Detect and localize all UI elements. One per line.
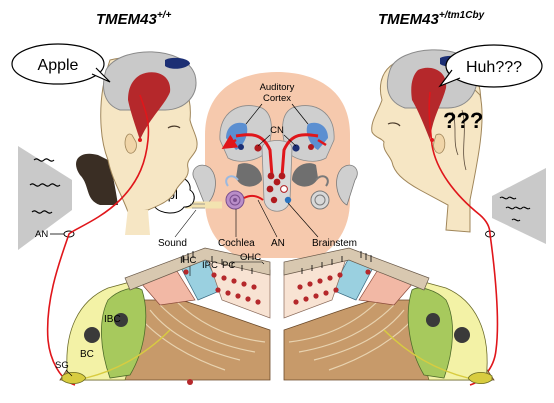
speech-bubble-left: Apple [11, 43, 111, 85]
organ-of-corti-right [283, 247, 495, 384]
label-ipc: IPC [202, 260, 218, 271]
label-ihc: IHC [180, 255, 197, 266]
speech-bubble-right: Huh??? [438, 44, 543, 88]
title-wildtype: TMEM43+/+ [96, 10, 172, 28]
label-cochlea: Cochlea [218, 238, 255, 249]
label-pc: PC [222, 260, 235, 271]
confusion-marks: ??? [443, 108, 483, 133]
speech-right-text: Huh??? [466, 59, 522, 76]
ear-cochlea [185, 164, 358, 210]
left-person [76, 51, 198, 235]
label-auditory-cortex-2: Cortex [263, 93, 291, 104]
organ-of-corti-left [59, 247, 271, 385]
label-sg: SG [55, 360, 69, 371]
label-brainstem: Brainstem [312, 238, 357, 249]
label-ohc: OHC [240, 252, 261, 263]
title-mutant: TMEM43+/tm1Cby [378, 10, 485, 28]
label-bc: BC [80, 349, 94, 360]
label-an-left: AN [35, 229, 48, 240]
label-auditory-cortex-1: Auditory [260, 82, 295, 93]
sound-cone-right [492, 168, 546, 244]
speech-left-text: Apple [38, 57, 79, 74]
auditory-nerve-paths [46, 91, 499, 386]
head-cross-section [205, 72, 350, 258]
label-cn: CN [270, 125, 284, 136]
label-sound: Sound [158, 238, 187, 249]
label-ibc: IBC [104, 314, 121, 325]
sound-cone-left [18, 146, 72, 250]
label-an-center: AN [271, 238, 285, 249]
